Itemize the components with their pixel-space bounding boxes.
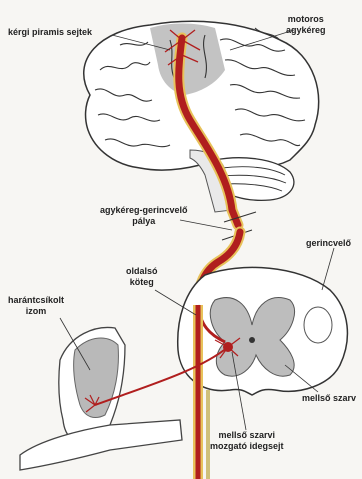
- label-lateral-column: oldalsó köteg: [126, 266, 158, 288]
- brain: [84, 21, 319, 212]
- label-motor-neuron: mellső szarvi mozgató idegsejt: [210, 430, 284, 452]
- label-lateral-column-line2: köteg: [126, 277, 158, 288]
- label-motor-cortex-line2: agykéreg: [286, 25, 326, 36]
- label-motor-cortex-line1: motoros: [286, 14, 326, 25]
- label-motor-cortex: motoros agykéreg: [286, 14, 326, 36]
- label-corticospinal-tract-line1: agykéreg-gerincvelő: [100, 205, 188, 216]
- forearm: [20, 420, 182, 470]
- label-skeletal-muscle-line1: harántcsíkolt: [8, 295, 64, 306]
- label-lateral-column-line1: oldalsó: [126, 266, 158, 277]
- label-skeletal-muscle-line2: izom: [8, 306, 64, 317]
- lateral-column-ellipse: [304, 307, 332, 343]
- label-spinal-cord: gerincvelő: [306, 238, 351, 249]
- label-corticospinal-tract-line2: pálya: [100, 216, 188, 227]
- label-corticospinal-tract: agykéreg-gerincvelő pálya: [100, 205, 188, 227]
- central-canal: [249, 337, 255, 343]
- label-skeletal-muscle: harántcsíkolt izom: [8, 295, 64, 317]
- label-motor-neuron-line2: mozgató idegsejt: [210, 441, 284, 452]
- label-motor-neuron-line1: mellső szarvi: [210, 430, 284, 441]
- label-pyramidal-cells: kérgi piramis sejtek: [8, 27, 92, 38]
- label-anterior-horn: mellső szarv: [302, 393, 356, 404]
